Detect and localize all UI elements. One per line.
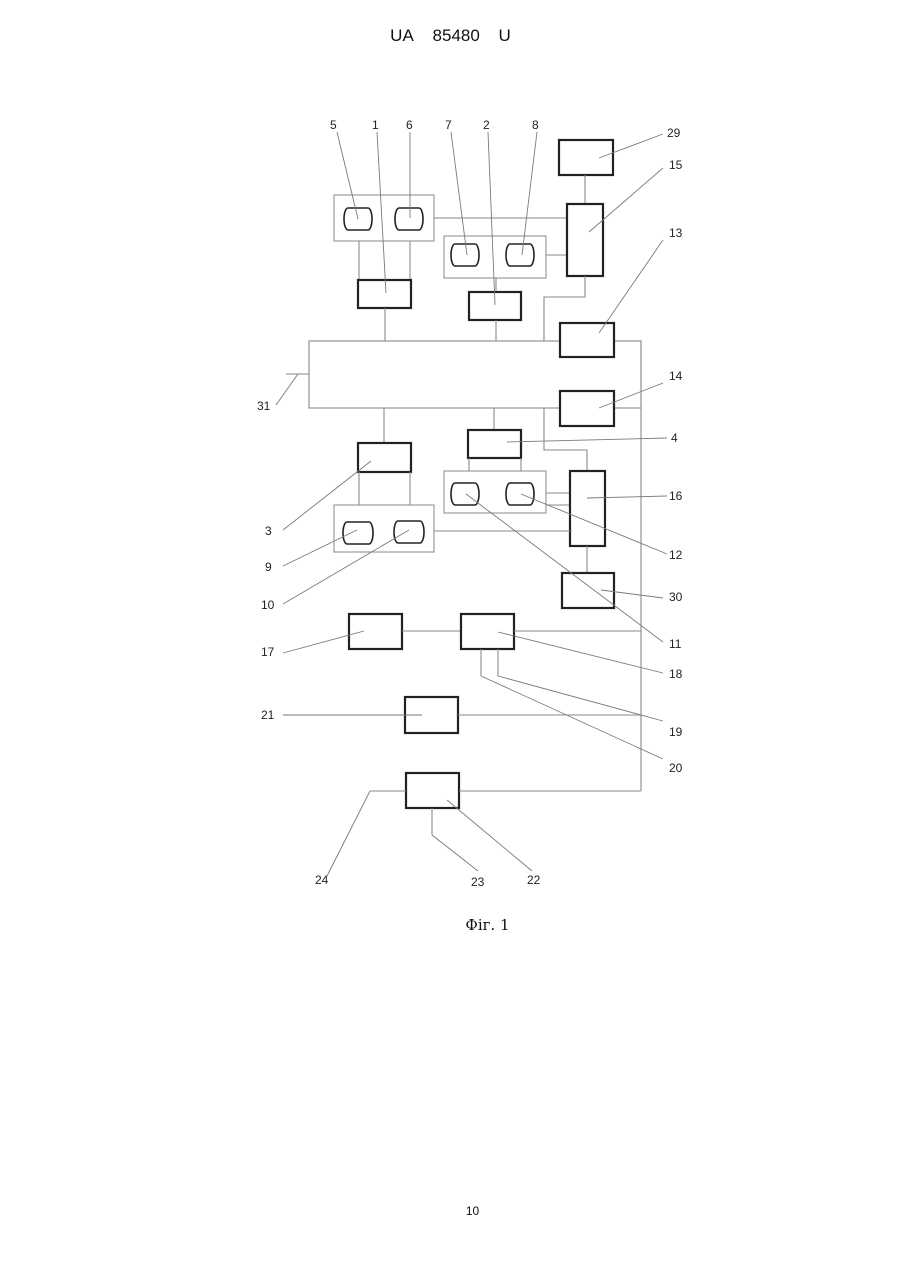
block-16: [570, 471, 605, 546]
label-11: 11: [669, 637, 682, 651]
figure-caption: Фіг. 1: [0, 916, 901, 934]
block-4: [468, 430, 521, 458]
block-22: [406, 773, 459, 808]
label-10: 10: [261, 598, 275, 612]
label-12: 12: [669, 548, 683, 562]
cylinder-7: [451, 244, 479, 266]
label-18: 18: [669, 667, 683, 681]
block-14: [560, 391, 614, 426]
label-9: 9: [265, 560, 272, 574]
label-2: 2: [483, 118, 490, 132]
label-21: 21: [261, 708, 275, 722]
label-29: 29: [667, 126, 681, 140]
label-17: 17: [261, 645, 275, 659]
label-6: 6: [406, 118, 413, 132]
cylinder-11: [451, 483, 479, 505]
label-30: 30: [669, 590, 683, 604]
label-23: 23: [471, 875, 485, 889]
label-22: 22: [527, 873, 541, 887]
label-24: 24: [315, 873, 329, 887]
label-1: 1: [372, 118, 379, 132]
label-20: 20: [669, 761, 683, 775]
label-7: 7: [445, 118, 452, 132]
block-13: [560, 323, 614, 357]
label-16: 16: [669, 489, 683, 503]
label-13: 13: [669, 226, 683, 240]
label-4: 4: [671, 431, 678, 445]
label-14: 14: [669, 369, 683, 383]
cylinder-12: [506, 483, 534, 505]
cylinder-8: [506, 244, 534, 266]
label-15: 15: [669, 158, 683, 172]
block-3: [358, 443, 411, 472]
cylinder-6: [395, 208, 423, 230]
page-number: 10: [0, 1204, 901, 1218]
label-3: 3: [265, 524, 272, 538]
cylinder-10: [394, 521, 424, 543]
label-5: 5: [330, 118, 337, 132]
label-8: 8: [532, 118, 539, 132]
label-31: 31: [257, 399, 271, 413]
block-29: [559, 140, 613, 175]
block-17: [349, 614, 402, 649]
block-1: [358, 280, 411, 308]
block-18: [461, 614, 514, 649]
label-19: 19: [669, 725, 683, 739]
block-15: [567, 204, 603, 276]
cylinder-9: [343, 522, 373, 544]
